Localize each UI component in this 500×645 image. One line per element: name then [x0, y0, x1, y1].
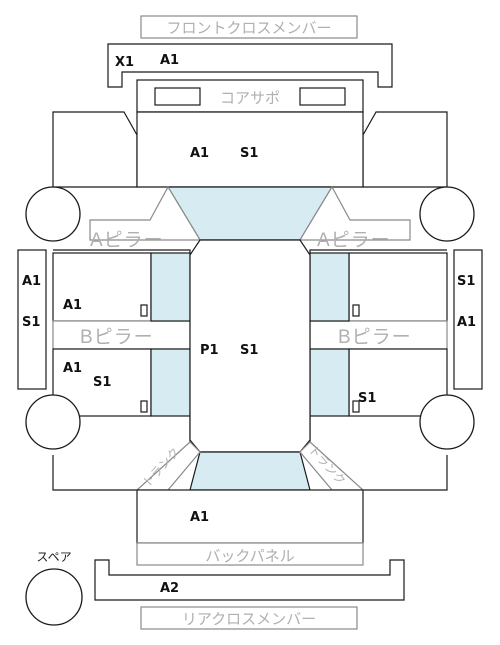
a-pillar-right-label: Aピラー: [317, 230, 391, 251]
front-left-fender[interactable]: [52, 111, 138, 188]
hood-code-a: A1: [190, 146, 209, 161]
back-panel-band[interactable]: [136, 542, 364, 566]
front-left-door[interactable]: [52, 252, 152, 322]
rear-left-door-handle[interactable]: [140, 400, 148, 413]
b-pillar-left-label: Bピラー: [80, 327, 154, 348]
front-cross-member-label: フロントクロスメンバー: [166, 20, 331, 37]
roof-code-s: S1: [240, 343, 258, 358]
core-support-right-light[interactable]: [299, 87, 346, 106]
right-side-window-front[interactable]: [309, 252, 350, 322]
right-side-code-s: S1: [457, 274, 475, 289]
roof-code-p: P1: [200, 343, 219, 358]
front-member-code-a: A1: [160, 53, 179, 68]
front-left-door-code: A1: [63, 298, 82, 313]
left-side-code-a: A1: [22, 274, 41, 289]
right-side-code-a: A1: [457, 315, 476, 330]
trunk-lid[interactable]: [136, 489, 364, 544]
rear-right-door-code: S1: [358, 391, 376, 406]
core-support-label: コアサポ: [220, 90, 280, 107]
front-cross-member-box[interactable]: [140, 15, 358, 39]
front-right-door-handle[interactable]: [352, 304, 360, 317]
rear-member-outline[interactable]: [94, 559, 405, 601]
front-right-door[interactable]: [348, 252, 448, 322]
rear-left-door-code-a: A1: [63, 361, 82, 376]
hood-code-s: S1: [240, 146, 258, 161]
rear-member-code: A2: [160, 581, 179, 596]
back-panel-label: バックパネル: [205, 548, 294, 565]
right-side-sill[interactable]: [453, 249, 483, 390]
rear-right-wheel[interactable]: [419, 394, 475, 450]
left-side-window-front[interactable]: [150, 252, 191, 322]
a-pillar-left-label: Aピラー: [90, 230, 164, 251]
a-pillar-right-band[interactable]: [298, 185, 411, 241]
rear-right-door-handle[interactable]: [352, 400, 360, 413]
hood-panel[interactable]: [136, 111, 364, 188]
front-member-code-x: X1: [115, 55, 134, 70]
front-right-fender[interactable]: [362, 111, 448, 188]
rear-window-glass[interactable]: [189, 451, 311, 491]
rear-left-door-code-s: S1: [93, 375, 111, 390]
core-support-left-light[interactable]: [154, 87, 201, 106]
b-pillar-left-band[interactable]: [52, 320, 191, 350]
front-right-wheel[interactable]: [419, 186, 475, 242]
spare-label: スペア: [36, 550, 71, 564]
rear-left-wheel[interactable]: [25, 394, 81, 450]
b-pillar-right-label: Bピラー: [338, 327, 412, 348]
left-side-sill[interactable]: [17, 249, 47, 390]
right-side-window-rear[interactable]: [309, 348, 350, 417]
a-pillar-left-band[interactable]: [89, 185, 202, 241]
front-member-outline[interactable]: [107, 43, 393, 88]
left-side-code-s: S1: [22, 315, 40, 330]
left-side-window-rear[interactable]: [150, 348, 191, 417]
rear-cross-member-label: リアクロスメンバー: [182, 611, 316, 628]
front-left-door-handle[interactable]: [140, 304, 148, 317]
rear-cross-member-box[interactable]: [140, 606, 358, 630]
front-left-wheel[interactable]: [25, 186, 81, 242]
trunk-lid-code: A1: [190, 510, 209, 525]
spare-tire[interactable]: [25, 568, 83, 626]
